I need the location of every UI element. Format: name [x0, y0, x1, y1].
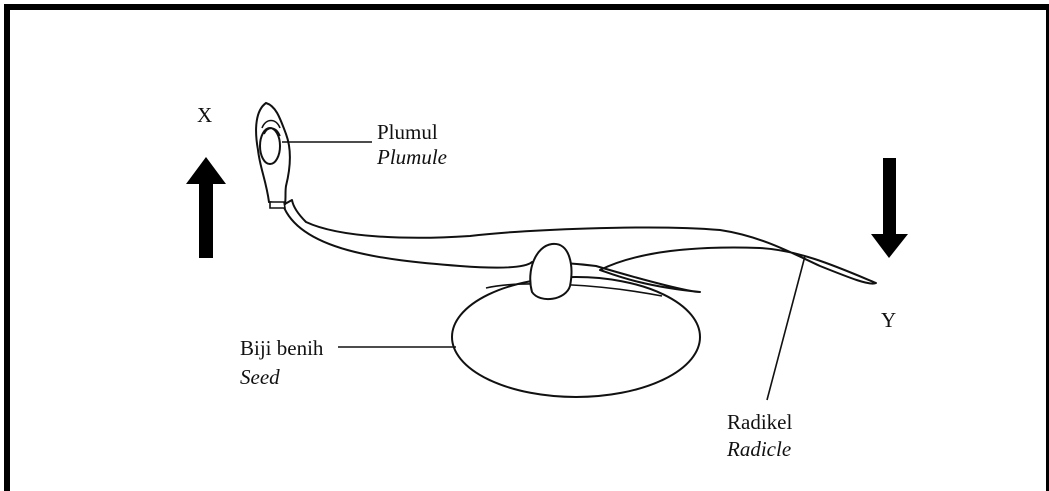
- seed-label-malay: Biji benih: [240, 336, 323, 360]
- radicle-label-english: Radicle: [727, 437, 791, 461]
- radicle-label-malay: Radikel: [727, 410, 792, 434]
- y-marker-label: Y: [881, 308, 896, 332]
- seed-label-english: Seed: [240, 365, 280, 389]
- plumule-label-english: Plumule: [377, 145, 447, 169]
- plumule-shape: [256, 103, 290, 208]
- down-arrow-icon: [871, 158, 908, 258]
- x-marker-label: X: [197, 103, 212, 127]
- radicle-leader-line: [767, 256, 805, 400]
- plumule-label-malay: Plumul: [377, 120, 438, 144]
- seed-shape: [452, 277, 700, 397]
- up-arrow-icon: [186, 157, 226, 258]
